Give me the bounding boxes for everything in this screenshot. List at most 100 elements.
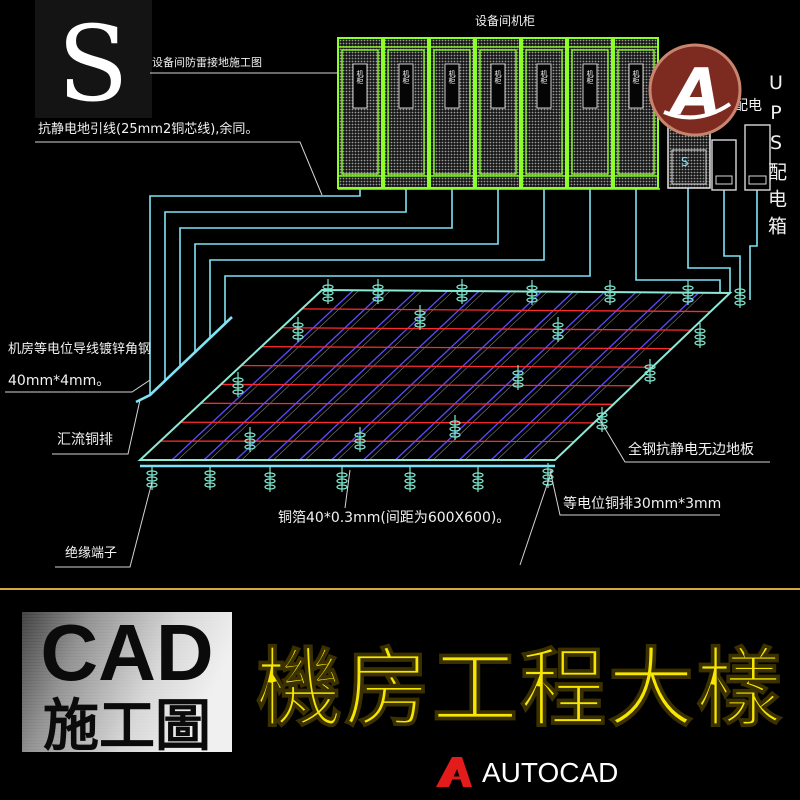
floor-grid-row-line — [281, 327, 692, 331]
leader-busbar — [52, 399, 141, 455]
pedestal-ring — [552, 322, 564, 328]
floor-grid-thin-line — [400, 291, 579, 461]
pedestal-ring — [414, 316, 426, 322]
cabinet-body — [613, 37, 659, 189]
pedestal-ring — [694, 340, 706, 346]
ground-wire — [635, 188, 721, 292]
cabinet: 机柜 — [429, 37, 475, 189]
leader-pedestal — [519, 469, 553, 566]
cabinet-top-rail — [475, 37, 521, 48]
floor-pedestal — [322, 279, 334, 304]
cabinet: 机柜 — [383, 37, 429, 189]
floor-pedestal — [456, 279, 468, 304]
floor-grid-thin-line — [273, 290, 454, 461]
leader-equipotential-copper — [549, 469, 720, 516]
pedestal-ring — [734, 294, 746, 300]
cabinet-panel — [490, 63, 506, 109]
ups-box-2-panel — [748, 175, 767, 185]
floor-grid-column-line — [235, 290, 417, 461]
leader-copper-foil — [344, 469, 351, 509]
note-insulator: 绝缘端子 — [65, 545, 117, 561]
cabinet-body — [383, 37, 429, 189]
cabinet-label: 机柜 — [494, 69, 502, 85]
floor-pedestal — [734, 283, 746, 308]
pedestal-ring — [244, 438, 256, 444]
leader-equipotential-steel — [5, 379, 151, 393]
pedestal-ring — [232, 383, 244, 389]
cabinet-panel — [628, 63, 644, 109]
floor-grid-thin-line — [177, 290, 360, 461]
pedestal-ring — [512, 382, 524, 388]
pedestal-ring — [292, 322, 304, 328]
cabinet-label: 机柜 — [632, 69, 640, 85]
brand-swoosh — [663, 102, 732, 120]
floor-grid — [160, 289, 711, 461]
cabinet-top-rail — [613, 37, 659, 48]
pedestal-ring — [596, 424, 608, 430]
floor-pedestal — [232, 372, 244, 397]
pedestal-ring — [264, 472, 276, 478]
floor-pedestal — [526, 280, 538, 305]
pedestal-ring — [542, 474, 554, 480]
leader-lines — [5, 72, 770, 568]
drawing-title: 设备间防雷接地施工图 — [152, 55, 262, 69]
cabinet-door — [571, 49, 609, 175]
pedestal-ring — [512, 370, 524, 376]
floor-grid-row-line — [301, 308, 711, 313]
floor-pedestal — [552, 317, 564, 342]
cad-badge: CAD 施工圖 — [22, 608, 232, 757]
cabinet-base — [567, 175, 613, 189]
cabinet: 机柜 — [337, 37, 383, 189]
floor-grid-thin-line — [209, 290, 391, 461]
floor-grid-column-line — [490, 292, 668, 461]
floor-pedestal — [292, 317, 304, 342]
cabinet-door — [387, 49, 425, 175]
note-copper-foil: 铜箔40*0.3mm(间距为600X600)。 — [278, 510, 510, 526]
cabinet: 机柜 — [475, 37, 521, 189]
pedestal-ring — [244, 444, 256, 450]
pedestal-ring — [552, 328, 564, 334]
floor-outline — [137, 288, 733, 461]
cad-badge-line2: 施工圖 — [43, 694, 211, 757]
note-static-ground-lead: 抗静电地引线(25mm2铜芯线),余同。 — [38, 121, 258, 137]
floor-pedestal — [414, 305, 426, 330]
cabinet-label: 机柜 — [402, 69, 410, 85]
cabinet-body — [521, 37, 567, 189]
leader-static-ground-lead — [35, 141, 323, 196]
pedestal-ring — [552, 334, 564, 340]
leader-insulator — [55, 481, 153, 568]
cabinet-label: 机柜 — [448, 69, 456, 85]
cabinet-door — [617, 49, 655, 175]
pedestal-ring — [644, 370, 656, 376]
pedestal-ring — [232, 389, 244, 395]
cabinet-top-rail — [429, 37, 475, 48]
floor-grid-column-line — [171, 289, 354, 461]
pedestal-ring — [456, 284, 468, 290]
floor-grid-thin-line — [241, 290, 423, 461]
floor-grid-column-line — [331, 290, 511, 461]
pedestal-ring — [354, 444, 366, 450]
pedestal-ring — [526, 297, 538, 303]
pedestal-ring — [372, 290, 384, 296]
floor-pedestal — [354, 427, 366, 452]
note-floor: 全钢抗静电无边地板 — [628, 441, 754, 458]
floor-grid-thin-line — [464, 292, 642, 461]
cabinet-label: 机柜 — [586, 69, 594, 85]
note-equipotential-steel-line1: 机房等电位导线镀锌角钢 — [8, 341, 151, 357]
ups-box-1 — [711, 139, 737, 191]
brand-circle-badge: A — [648, 43, 742, 137]
floor-grid-thin-line — [337, 291, 517, 461]
floor-pedestal — [604, 280, 616, 305]
ups-box-1-panel — [715, 175, 733, 185]
pedestal-ring — [404, 484, 416, 490]
floor-pedestal — [512, 365, 524, 390]
small-cabinet-letter: S — [681, 155, 689, 169]
ground-wire — [209, 188, 545, 339]
floor-grid-column-line — [458, 291, 637, 461]
pedestal-ring — [292, 334, 304, 340]
distribution-label: 配电 — [734, 98, 762, 114]
cabinet: 机柜 — [567, 37, 613, 189]
floor-grid-thin-line — [432, 291, 611, 461]
pedestal-ring — [596, 412, 608, 418]
